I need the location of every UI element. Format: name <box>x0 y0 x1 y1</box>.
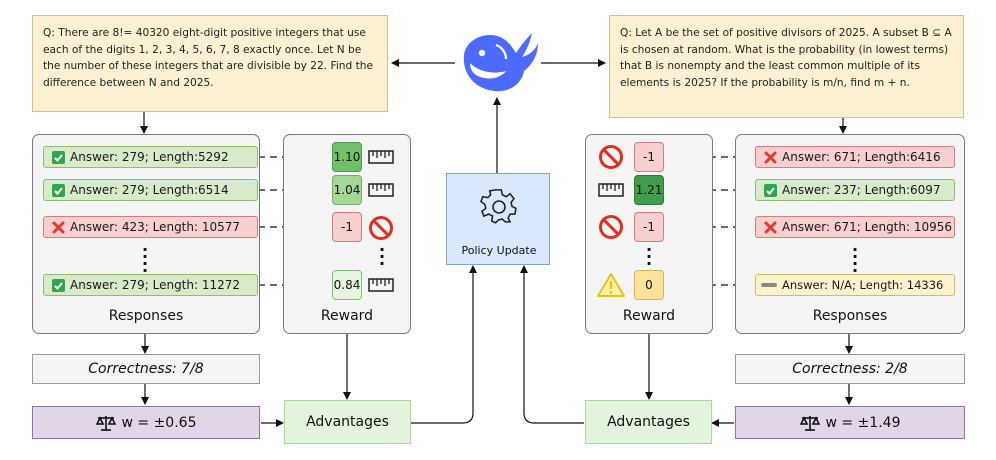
right-correctness-box: Correctness: 2/8 <box>735 354 965 384</box>
left-advantages-box: Advantages <box>284 400 411 444</box>
right-response-1: Answer: 671; Length:6416 <box>755 146 955 168</box>
balance-scale-icon <box>799 415 820 431</box>
right-response-ellipsis: ···· <box>851 240 859 280</box>
right-response-3-text: Answer: 671; Length: 10956 <box>782 220 953 234</box>
left-weight-box: w = ±0.65 <box>32 406 260 439</box>
balance-scale-icon <box>95 415 116 431</box>
right-weight-box: w = ±1.49 <box>735 406 965 439</box>
prohibited-icon <box>598 144 624 174</box>
left-response-2-text: Answer: 279; Length:6514 <box>70 183 229 197</box>
check-icon <box>52 183 65 197</box>
left-response-3-text: Answer: 423; Length: 10577 <box>70 220 241 234</box>
right-question-text: Q: Let A be the set of positive divisors… <box>620 27 952 89</box>
prohibited-icon <box>598 214 624 244</box>
cross-icon <box>764 221 777 234</box>
left-response-1-text: Answer: 279; Length:5292 <box>70 150 229 164</box>
ruler-icon <box>368 181 394 203</box>
dash-icon <box>761 281 777 289</box>
left-question-text: Q: There are 8!= 40320 eight-digit posit… <box>43 27 373 89</box>
check-icon <box>52 150 65 164</box>
left-responses-label: Responses <box>108 308 184 324</box>
left-reward-2: 1.04 <box>332 175 362 205</box>
right-response-2: Answer: 237; Length:6097 <box>755 179 955 201</box>
right-weight-text: w = ±1.49 <box>825 414 901 431</box>
warning-icon <box>597 272 625 302</box>
right-correctness-text: Correctness: 2/8 <box>792 361 908 377</box>
policy-update-box: Policy Update <box>446 173 550 265</box>
left-reward-4: 0.84 <box>332 270 362 300</box>
left-response-4: Answer: 279; Length: 11272 <box>43 274 258 296</box>
check-icon <box>764 183 777 197</box>
left-correctness-text: Correctness: 7/8 <box>88 361 204 377</box>
left-reward-label: Reward <box>320 308 374 324</box>
right-responses-label: Responses <box>812 308 888 324</box>
prohibited-icon <box>368 215 394 245</box>
left-response-3: Answer: 423; Length: 10577 <box>43 216 258 238</box>
left-reward-ellipsis: ··· <box>378 240 386 273</box>
left-correctness-box: Correctness: 7/8 <box>32 354 260 384</box>
gear-icon <box>480 188 518 226</box>
ruler-icon <box>368 276 394 298</box>
left-response-2: Answer: 279; Length:6514 <box>43 179 258 201</box>
whale-logo <box>456 25 540 99</box>
right-advantages-text: Advantages <box>607 414 690 430</box>
right-response-1-text: Answer: 671; Length:6416 <box>782 150 941 164</box>
right-response-3: Answer: 671; Length: 10956 <box>755 216 955 238</box>
left-weight-text: w = ±0.65 <box>121 414 197 431</box>
right-reward-1: -1 <box>634 142 664 172</box>
cross-icon <box>52 221 65 234</box>
right-response-4-text: Answer: N/A; Length: 14336 <box>782 278 944 292</box>
cross-icon <box>764 151 777 164</box>
right-reward-4: 0 <box>634 270 664 300</box>
right-advantages-box: Advantages <box>585 400 712 444</box>
right-reward-ellipsis: ··· <box>645 240 653 273</box>
left-reward-1: 1.10 <box>332 142 362 172</box>
left-advantages-text: Advantages <box>306 414 389 430</box>
policy-update-label: Policy Update <box>461 244 537 257</box>
left-response-4-text: Answer: 279; Length: 11272 <box>70 278 241 292</box>
right-reward-2: 1.21 <box>634 175 664 205</box>
right-response-4: Answer: N/A; Length: 14336 <box>755 274 955 296</box>
ruler-icon <box>598 181 624 203</box>
check-icon <box>52 278 65 292</box>
right-reward-label: Reward <box>622 308 676 324</box>
right-response-2-text: Answer: 237; Length:6097 <box>782 183 941 197</box>
right-question-box: Q: Let A be the set of positive divisors… <box>609 15 964 118</box>
left-response-1: Answer: 279; Length:5292 <box>43 146 258 168</box>
left-response-ellipsis: ···· <box>141 240 149 280</box>
left-question-box: Q: There are 8!= 40320 eight-digit posit… <box>32 15 388 112</box>
right-reward-3: -1 <box>634 212 664 242</box>
left-reward-3: -1 <box>332 212 362 242</box>
ruler-icon <box>368 148 394 170</box>
